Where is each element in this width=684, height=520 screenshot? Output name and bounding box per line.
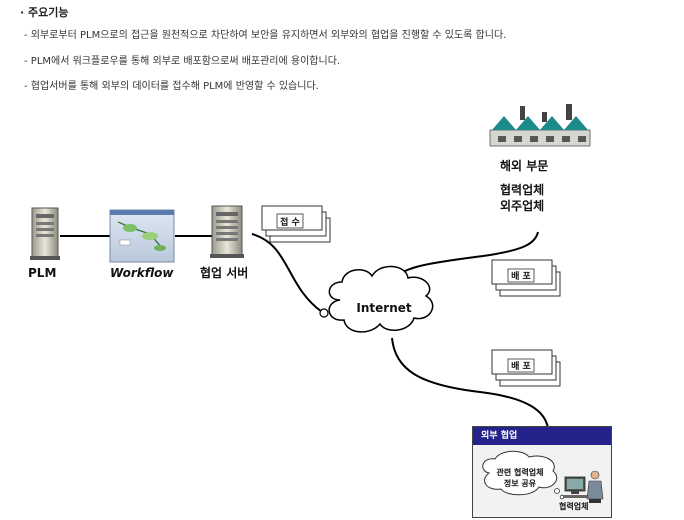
external-collab-title: 외부 협업 — [473, 427, 611, 445]
overseas-label: 해외 부문 — [500, 158, 548, 174]
internet-label: Internet — [356, 301, 411, 315]
partner-person-label: 협력업체 — [559, 501, 588, 512]
collab-server-label: 협업 서버 — [200, 264, 248, 281]
external-collab-panel: 외부 협업 관련 협력업체 정보 공유 협력업체 — [472, 426, 612, 518]
server-internet-link — [252, 234, 322, 312]
share-bubble-line2: 정보 공유 — [483, 478, 557, 489]
partner-label: 협력업체 — [500, 182, 544, 198]
factory-icon — [490, 104, 590, 146]
distribute-doc-label-1: 배 포 — [511, 270, 531, 282]
receive-document-stack-icon: 접 수 — [262, 206, 330, 242]
outsource-label: 외주업체 — [500, 198, 544, 214]
workflow-label: Workflow — [110, 266, 174, 280]
distribute-doc-label-2: 배 포 — [511, 360, 531, 372]
receive-doc-label: 접 수 — [280, 216, 300, 228]
person-at-computer-icon — [563, 471, 603, 503]
plm-server-icon — [30, 208, 60, 260]
plm-label: PLM — [28, 266, 56, 280]
share-bubble-line1: 관련 협력업체 — [483, 467, 557, 478]
workflow-screen-icon — [110, 210, 174, 262]
distribute-document-stack-2-icon: 배 포 — [492, 350, 560, 386]
connection-node — [320, 309, 328, 317]
collab-server-icon — [210, 206, 244, 258]
internet-cloud-icon: Internet — [329, 266, 433, 331]
distribute-document-stack-1-icon: 배 포 — [492, 260, 560, 296]
